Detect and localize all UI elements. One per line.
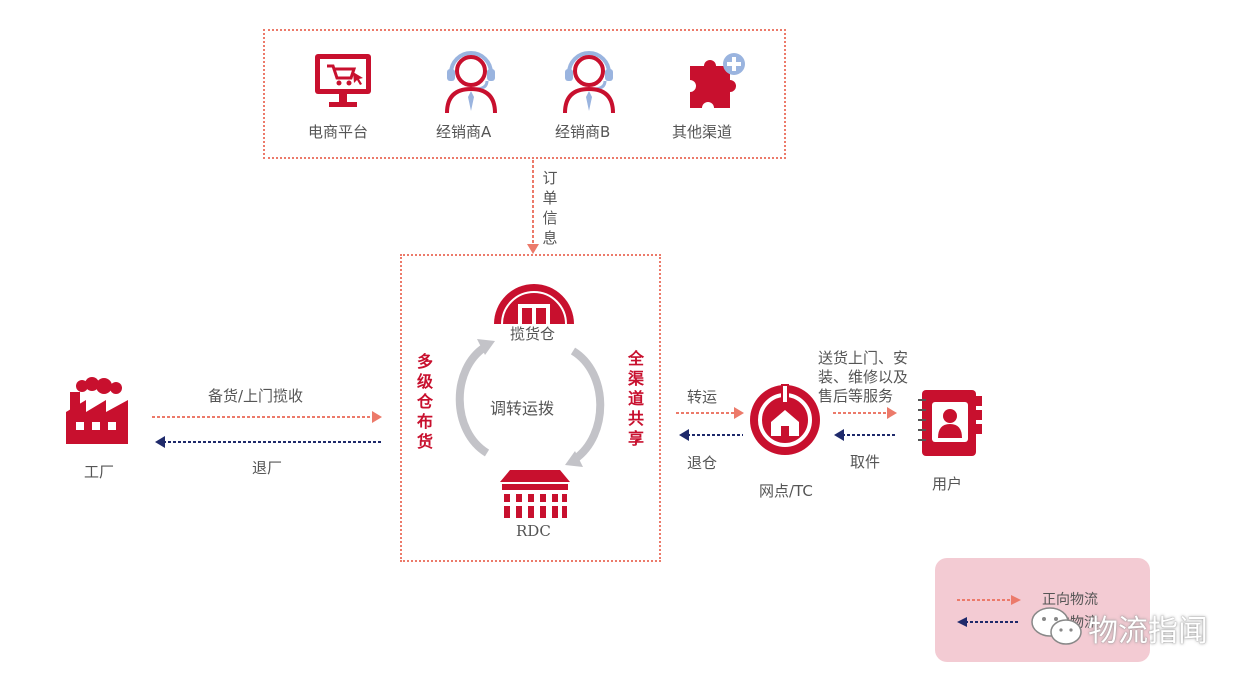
rdc-building-icon <box>500 470 570 518</box>
network-reverse-label: 退仓 <box>687 454 718 472</box>
user-forward-arrow <box>833 407 897 419</box>
order-info-label: 订单信息 <box>542 169 558 247</box>
agent-headset-icon <box>563 51 615 114</box>
cycle-arrows-icon <box>455 339 605 467</box>
wechat-icon <box>1031 607 1082 645</box>
user-label: 用户 <box>932 475 963 493</box>
warehouse-center-label: 调转运拨 <box>490 399 555 418</box>
factory-icon <box>66 377 128 444</box>
channel-label-dealer-a: 经销商A <box>436 123 492 141</box>
network-forward-label: 转运 <box>687 388 718 406</box>
user-forward-label: 送货上门、安 装、维修以及 售后等服务 <box>818 349 908 406</box>
user-forward-line-2: 装、维修以及 <box>818 368 909 386</box>
warehouse-bottom-label: RDC <box>516 522 551 540</box>
network-label: 网点/TC <box>759 482 813 500</box>
legend-forward-label: 正向物流 <box>1042 592 1098 608</box>
factory-forward-arrow <box>152 411 382 423</box>
user-forward-line-1: 送货上门、安 <box>818 349 909 367</box>
legend-reverse-arrow <box>957 617 1019 627</box>
omnichannel-label: 全渠道共享 <box>628 349 645 448</box>
multi-level-label: 多级仓布货 <box>417 352 434 451</box>
channel-label-ecommerce: 电商平台 <box>308 123 369 141</box>
warehouse-top-label: 揽货仓 <box>510 325 556 343</box>
warehouse-dome-icon <box>494 284 574 325</box>
channels-box <box>263 29 786 159</box>
channel-label-dealer-b: 经销商B <box>555 123 611 141</box>
network-forward-arrow <box>676 407 744 419</box>
agent-headset-icon <box>445 51 497 114</box>
puzzle-plus-icon <box>690 53 745 108</box>
computer-cart-icon <box>315 54 371 107</box>
order-info-arrow <box>527 160 539 254</box>
watermark-text: 物流指闻 <box>1088 614 1208 649</box>
factory-forward-label: 备货/上门揽收 <box>208 387 304 405</box>
channel-label-other: 其他渠道 <box>672 123 733 141</box>
network-reverse-arrow <box>679 429 743 441</box>
user-reverse-arrow <box>834 429 896 441</box>
user-reverse-label: 取件 <box>850 453 881 471</box>
address-book-icon <box>918 390 982 456</box>
legend-forward-arrow <box>957 595 1021 605</box>
factory-reverse-label: 退厂 <box>252 459 283 477</box>
factory-label: 工厂 <box>84 463 115 481</box>
user-forward-line-3: 售后等服务 <box>818 387 894 405</box>
warehouse-box <box>400 254 661 562</box>
network-station-icon <box>750 384 820 455</box>
factory-reverse-arrow <box>155 436 383 448</box>
